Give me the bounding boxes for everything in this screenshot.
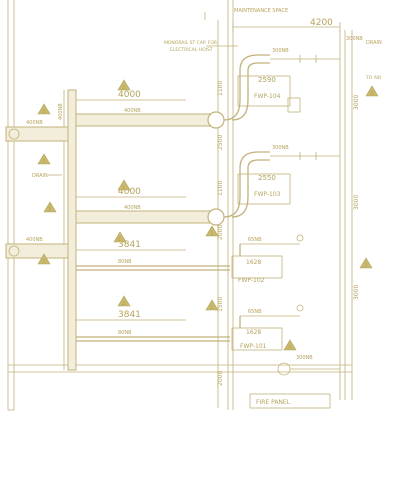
pump1-tag: FWP-104	[254, 93, 281, 100]
note-1: 1	[122, 85, 125, 91]
note-12: 3	[42, 109, 45, 115]
bottom-out-size: 300NB	[296, 355, 313, 361]
pump1-number: 2590	[258, 76, 276, 84]
top-out2-size: 300NB	[272, 145, 289, 151]
dim-vert-2000b: 2000	[217, 371, 224, 386]
dim-right-3000b: 3000	[353, 195, 360, 210]
pump3-tag: FWP-102	[238, 277, 265, 284]
dimension-top: 4200	[232, 18, 341, 32]
pump4-number: 1628	[246, 329, 261, 336]
note-3: 1	[118, 237, 121, 243]
note-9: 2	[288, 345, 291, 351]
dim-vert-1100b: 1100	[217, 181, 224, 196]
note-6: 3	[48, 207, 51, 213]
dim-vert-1500: 1500	[217, 297, 224, 312]
dim-run4: 3841	[118, 310, 141, 320]
dim-right-3000c: 3000	[353, 285, 360, 300]
bottom-outlet: 300NB	[277, 355, 340, 376]
monorail-label: MONORAIL ST CAP. FOR	[164, 40, 217, 46]
left-inlet-1: 400NB	[5, 120, 69, 142]
dimension-run2: 4000	[76, 187, 186, 198]
pump-row-1: 2590 FWP-104 300NB 400NB	[75, 48, 340, 129]
drain-left-label: DRAIN	[32, 173, 48, 179]
run2-size: 400NB	[124, 205, 141, 211]
small1-size: 65NB	[248, 237, 262, 243]
dim-vert-2500: 2500	[217, 135, 224, 150]
hoist-label: ELECTRICAL HOIST	[170, 47, 213, 53]
note-13: 3	[42, 259, 45, 265]
left-in1-size: 400NB	[26, 120, 43, 126]
drain-right-label: DRAIN	[366, 40, 382, 46]
note-7: 1	[210, 305, 213, 311]
top-out1-size: 300NB	[272, 48, 289, 54]
pump-row-3: 1628 FWP-102 65NB 80NB	[76, 234, 304, 284]
jockey2-size: 80NB	[118, 330, 132, 336]
right-top-size: 300NB	[346, 36, 363, 42]
dimension-run4: 3841	[76, 310, 186, 321]
jockey1-size: 80NB	[118, 259, 132, 265]
run1-size: 400NB	[124, 108, 141, 114]
fire-panel-label: FIRE PANEL	[256, 399, 291, 406]
dim-run1: 4000	[118, 90, 141, 100]
dimension-run1: 4000	[76, 90, 186, 101]
dim-vert-2000: 2000	[217, 225, 224, 240]
left-inlet-2: 400NB	[5, 237, 69, 259]
pump3-number: 1628	[246, 259, 261, 266]
note-10: 2	[364, 263, 367, 269]
dim-vert-1100a: 1100	[217, 81, 224, 96]
small2-size: 65NB	[248, 309, 262, 315]
dim-run3: 3841	[118, 240, 141, 250]
pump4-tag: FWP-101	[240, 343, 267, 350]
note-4: 2	[122, 301, 125, 307]
dim-run2: 4000	[118, 187, 141, 197]
dim-right-3000a: 3000	[353, 95, 360, 110]
pump-row-2: 2550 FWP-103 300NB 400NB	[75, 145, 340, 226]
note-5: 2	[42, 159, 45, 165]
note-markers: 1 1 1 2 2 3 1 1 2 2 3 3 3	[37, 79, 379, 351]
note-2: 1	[122, 185, 125, 191]
header-size: 400NB	[58, 103, 64, 120]
note-8: 1	[210, 231, 213, 237]
pump-row-4: 1628 FWP-101 65NB 80NB	[76, 304, 304, 351]
to-air-label: TO AIR	[365, 75, 381, 81]
maintenance-space-label: MAINTENANCE SPACE	[234, 8, 288, 14]
dimension-run3: 3841	[76, 240, 186, 251]
pump2-number: 2550	[258, 174, 276, 182]
note-11: 3	[370, 91, 373, 97]
left-in2-size: 400NB	[26, 237, 43, 243]
dim-top-width: 4200	[310, 18, 333, 28]
pump2-tag: FWP-103	[254, 191, 281, 198]
